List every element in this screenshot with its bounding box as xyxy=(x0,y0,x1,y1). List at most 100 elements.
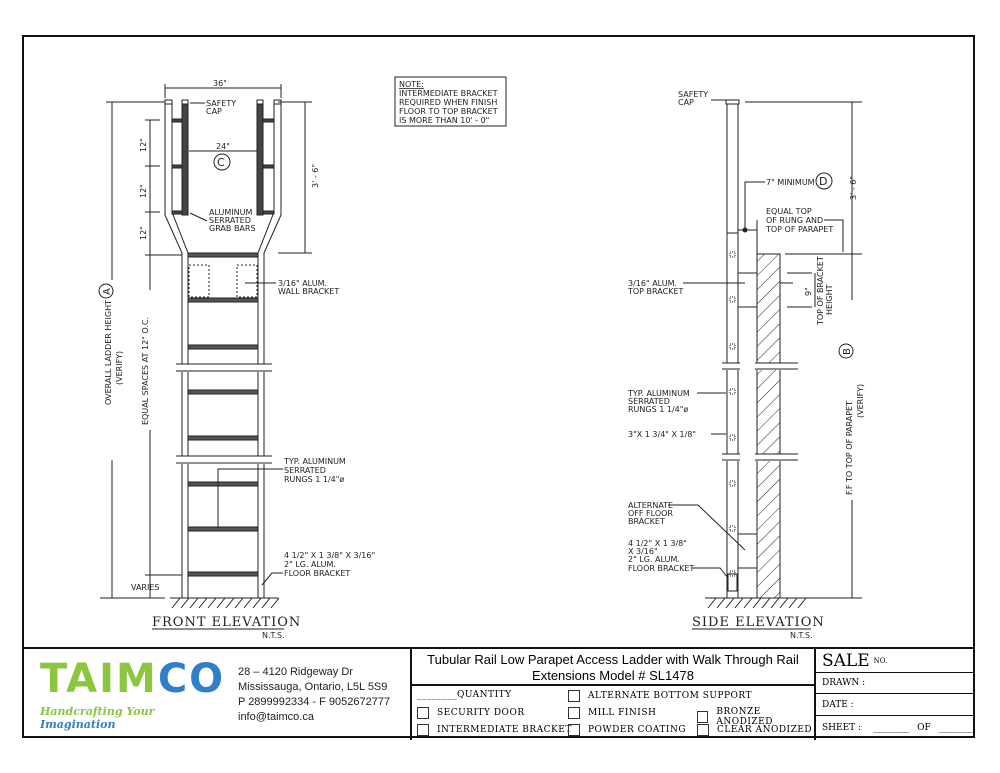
alternate-floor-bracket xyxy=(737,533,758,569)
checkbox[interactable] xyxy=(568,707,580,719)
drawn-field[interactable]: DRAWN : xyxy=(816,673,975,694)
svg-text:HEIGHT: HEIGHT xyxy=(825,284,834,315)
side-rungs xyxy=(729,251,736,577)
svg-text:SERRATED: SERRATED xyxy=(209,216,251,225)
svg-text:FLOOR TO TOP BRACKET: FLOOR TO TOP BRACKET xyxy=(399,107,498,116)
option-powder-coating[interactable]: POWDER COATING xyxy=(568,724,686,736)
svg-text:4 1/2" X 1 3/8": 4 1/2" X 1 3/8" xyxy=(628,539,687,548)
svg-text:RUNGS 1 1/4"ø: RUNGS 1 1/4"ø xyxy=(628,405,688,414)
svg-text:BRACKET: BRACKET xyxy=(628,517,665,526)
svg-text:CAP: CAP xyxy=(206,107,222,116)
rung-section xyxy=(729,296,736,303)
rung xyxy=(187,252,259,258)
svg-text:B: B xyxy=(842,348,853,355)
rung xyxy=(187,389,259,395)
safety-cap xyxy=(256,99,264,105)
svg-text:CAP: CAP xyxy=(678,98,694,107)
drawing-frame xyxy=(22,35,975,738)
svg-text:TOP BRACKET: TOP BRACKET xyxy=(627,287,683,296)
svg-text:F.F TO TOP OF PARAPET: F.F TO TOP OF PARAPET xyxy=(845,401,854,495)
svg-text:12": 12" xyxy=(139,138,148,152)
front-rungs xyxy=(187,252,259,577)
svg-text:EQUAL TOP: EQUAL TOP xyxy=(766,207,812,216)
svg-text:4 1/2" X 1 3/8" X 3/16": 4 1/2" X 1 3/8" X 3/16" xyxy=(284,551,375,560)
rung xyxy=(187,526,259,532)
rung xyxy=(187,297,259,303)
drawing: NOTE: INTERMEDIATE BRACKET REQUIRED WHEN… xyxy=(98,76,865,640)
floor-bracket xyxy=(727,573,738,592)
taimco-logo: TAIMCO Handcrafting Your Imagination xyxy=(40,655,226,731)
svg-text:12": 12" xyxy=(139,184,148,198)
svg-text:FLOOR BRACKET: FLOOR BRACKET xyxy=(284,569,350,578)
ground xyxy=(170,597,280,609)
side-elevation: 3' - 6" F.F TO TOP OF PARAPET (VERIFY) B… xyxy=(627,90,865,640)
svg-text:2" LG. ALUM.: 2" LG. ALUM. xyxy=(628,555,680,564)
svg-text:REQUIRED WHEN FINISH: REQUIRED WHEN FINISH xyxy=(399,98,497,107)
break-marks xyxy=(722,362,802,461)
checkbox[interactable] xyxy=(697,724,709,736)
svg-text:12": 12" xyxy=(139,226,148,240)
svg-text:FLOOR BRACKET: FLOOR BRACKET xyxy=(628,564,694,573)
svg-text:SAFETY: SAFETY xyxy=(678,90,708,99)
option-security-door[interactable]: SECURITY DOOR xyxy=(417,707,525,719)
rung-section xyxy=(729,570,736,577)
front-elevation: 36" 24" C 12" 12" 12" EQUAL SPACES AT 12… xyxy=(98,79,375,640)
option-intermediate-bracket[interactable]: INTERMEDIATE BRACKET xyxy=(417,724,572,736)
svg-text:24": 24" xyxy=(216,142,230,151)
svg-text:NOTE:: NOTE: xyxy=(399,80,424,89)
svg-text:OF RUNG AND: OF RUNG AND xyxy=(766,216,823,225)
break-marks xyxy=(176,363,272,464)
option-clear-anodized[interactable]: CLEAR ANODIZED xyxy=(697,724,812,736)
svg-text:36": 36" xyxy=(213,79,227,88)
checkbox[interactable] xyxy=(568,690,580,702)
checkbox[interactable] xyxy=(417,707,429,719)
svg-text:TOP OF PARAPET: TOP OF PARAPET xyxy=(765,225,833,234)
svg-text:D: D xyxy=(819,175,827,188)
rung xyxy=(187,571,259,577)
svg-text:VARIES: VARIES xyxy=(131,583,159,592)
rung xyxy=(187,481,259,487)
svg-text:ALTERNATE: ALTERNATE xyxy=(628,501,673,510)
svg-text:3"X 1 3/4" X 1/8": 3"X 1 3/4" X 1/8" xyxy=(628,430,696,439)
option-alternate-bottom-support[interactable]: ALTERNATE BOTTOM SUPPORT xyxy=(568,690,752,702)
quantity-field[interactable]: ________QUANTITY xyxy=(417,690,512,700)
rung-section xyxy=(729,343,736,350)
rung-section xyxy=(729,525,736,532)
option-bronze-anodized[interactable]: BRONZE ANODIZED xyxy=(697,707,814,727)
date-field[interactable]: DATE : xyxy=(816,694,975,716)
svg-text:3' - 6": 3' - 6" xyxy=(311,164,320,188)
svg-text:INTERMEDIATE BRACKET: INTERMEDIATE BRACKET xyxy=(399,89,498,98)
option-mill-finish[interactable]: MILL FINISH xyxy=(568,707,656,719)
checkbox[interactable] xyxy=(697,711,709,723)
rung xyxy=(187,344,259,350)
svg-text:RUNGS 1 1/4"ø: RUNGS 1 1/4"ø xyxy=(284,475,344,484)
parapet-wall xyxy=(756,253,781,599)
svg-text:X 3/16": X 3/16" xyxy=(628,547,658,556)
rung-section xyxy=(729,388,736,395)
checkbox[interactable] xyxy=(417,724,429,736)
svg-text:A: A xyxy=(102,288,113,295)
rail-extensions xyxy=(164,99,282,598)
checkbox[interactable] xyxy=(568,724,580,736)
svg-text:OFF FLOOR: OFF FLOOR xyxy=(628,509,673,518)
svg-text:3/16" ALUM.: 3/16" ALUM. xyxy=(628,279,677,288)
drawing-title: Tubular Rail Low Parapet Access Ladder w… xyxy=(412,649,814,686)
rung xyxy=(187,435,259,441)
safety-cap xyxy=(164,99,173,105)
company-cell: TAIMCO Handcrafting Your Imagination 28 … xyxy=(22,649,412,740)
top-bracket xyxy=(737,272,758,308)
svg-text:EQUAL SPACES AT 12" O.C.: EQUAL SPACES AT 12" O.C. xyxy=(141,317,150,425)
svg-text:C: C xyxy=(217,156,225,169)
wall-brackets xyxy=(188,264,258,298)
svg-text:7" MINIMUM: 7" MINIMUM xyxy=(766,178,815,187)
sheet-field[interactable]: SHEET :________OF________ xyxy=(822,723,975,733)
safety-cap xyxy=(181,99,189,105)
safety-cap xyxy=(725,99,740,105)
svg-text:TOP OF BRACKET: TOP OF BRACKET xyxy=(816,256,825,326)
title-block: TAIMCO Handcrafting Your Imagination 28 … xyxy=(22,647,975,740)
svg-text:TYP. ALUMINUM: TYP. ALUMINUM xyxy=(627,389,690,398)
svg-text:SAFETY: SAFETY xyxy=(206,99,236,108)
svg-text:SERRATED: SERRATED xyxy=(628,397,670,406)
